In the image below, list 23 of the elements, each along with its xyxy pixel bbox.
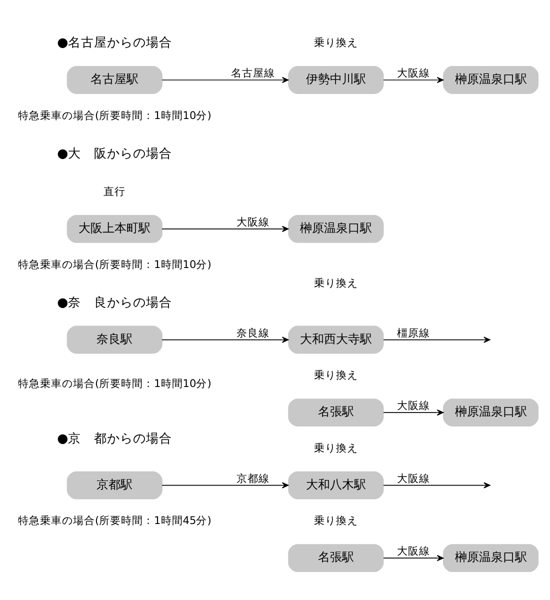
label: 特急乗車の場合(所要時間：1時間45分) bbox=[18, 515, 212, 528]
label: ●京 都からの場合 bbox=[57, 430, 172, 446]
label: 乗り換え bbox=[314, 515, 358, 528]
label: 乗り換え bbox=[314, 37, 358, 50]
edge-label: 大阪線 bbox=[396, 400, 430, 412]
label: 特急乗車の場合(所要時間：1時間10分) bbox=[18, 378, 212, 390]
label: ●奈 良からの場合 bbox=[57, 294, 172, 310]
edge-label: 奈良線 bbox=[236, 327, 270, 340]
edge-label: 大阪線 bbox=[396, 546, 430, 558]
edge-label: 大阪線 bbox=[396, 68, 430, 80]
label: 特急乗車の場合(所要時間：1時間10分) bbox=[18, 110, 212, 122]
label: 直行 bbox=[104, 186, 126, 198]
label: 乗り換え bbox=[314, 370, 358, 382]
edge-label: 大阪線 bbox=[236, 216, 270, 229]
edge-label: 大阪線 bbox=[396, 472, 430, 485]
label: ●名古屋からの場合 bbox=[57, 34, 172, 50]
edge-label: 京都線 bbox=[236, 472, 270, 485]
label: ●大 阪からの場合 bbox=[57, 145, 172, 160]
label: 乗り換え bbox=[314, 277, 358, 290]
label: 特急乗車の場合(所要時間：1時間10分) bbox=[18, 258, 212, 271]
edge-label: 名古屋線 bbox=[231, 68, 275, 80]
edge-label: 橿原線 bbox=[396, 327, 430, 340]
label: 乗り換え bbox=[314, 442, 358, 454]
